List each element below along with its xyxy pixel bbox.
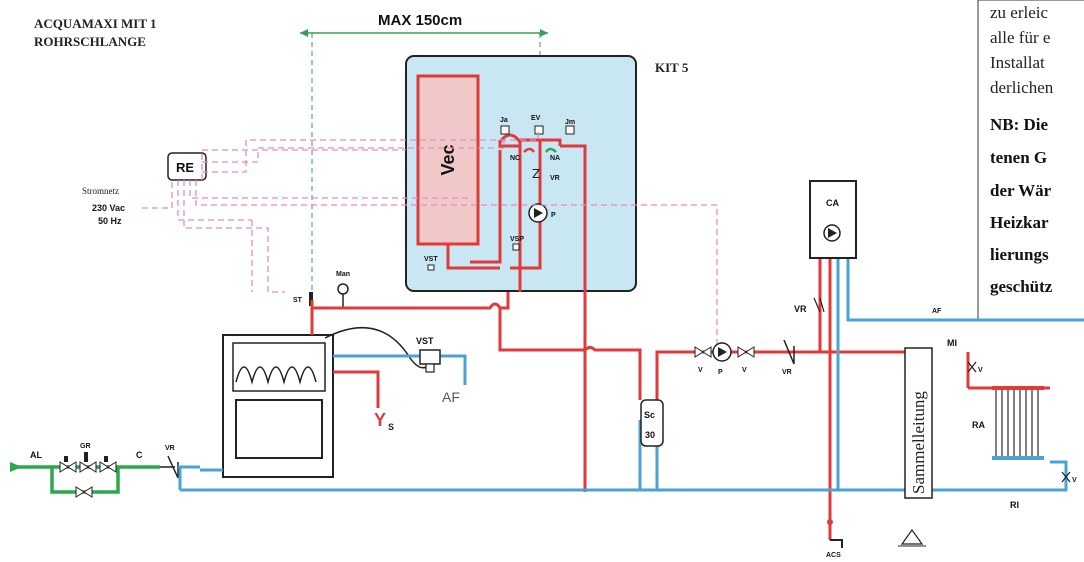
- note-line-3: Installat: [990, 53, 1045, 72]
- note-line-2: alle für e: [990, 28, 1050, 47]
- v-ri-label: V: [1072, 477, 1077, 484]
- diagram-title-line-1: ACQUAMAXI MIT 1: [34, 16, 157, 31]
- control-wiring: [142, 130, 718, 352]
- power-line-3: 50 Hz: [98, 216, 122, 226]
- st-label: ST: [293, 297, 303, 304]
- note-bold-line-4: Heizkar: [990, 213, 1049, 232]
- separator-sc30: [640, 399, 664, 447]
- ev-label: EV: [531, 115, 541, 122]
- note-bold-line-3: der Wär: [990, 181, 1052, 200]
- note-line-4: derlichen: [990, 78, 1054, 97]
- kit-label: KIT 5: [655, 60, 689, 75]
- c-label: C: [136, 450, 143, 460]
- boiler-coil-icon: [235, 366, 317, 385]
- note-bold-line-2: tenen G: [990, 148, 1047, 167]
- af-right-label: AF: [932, 308, 942, 315]
- note-bold-line-1: NB: Die: [990, 115, 1049, 134]
- mi-valve-icon: [967, 361, 977, 373]
- jm-label: Jm: [565, 119, 575, 126]
- ys-s-label: S: [388, 422, 394, 432]
- manifold: Sammelleitung: [904, 347, 933, 499]
- ra-label: RA: [972, 420, 985, 430]
- kit-pump-label: P: [551, 212, 556, 219]
- ca-label: CA: [826, 198, 839, 208]
- kit-vr-label: VR: [550, 175, 560, 182]
- regulator: RE: [167, 152, 207, 181]
- v1-label: V: [698, 367, 703, 374]
- support-icon: [898, 528, 926, 547]
- gr-label: GR: [80, 443, 91, 450]
- ca-unit: [809, 180, 857, 259]
- note-line-1: zu erleic: [990, 3, 1048, 22]
- manometer-icon: [337, 283, 349, 295]
- kit-5-panel: KIT 5 Vec Ja EV Jm NC NA Z VR P VSP VST: [405, 55, 689, 306]
- manifold-label: Sammelleitung: [909, 391, 928, 494]
- boiler-door: [235, 399, 323, 459]
- vr-line-label: VR: [782, 369, 792, 376]
- v-mi-label: V: [978, 367, 983, 374]
- diagram-title-line-2: ROHRSCHLANGE: [34, 34, 146, 49]
- acs-tap: [827, 519, 843, 548]
- al-label: AL: [30, 450, 42, 460]
- red-flow-pipes: [310, 258, 1050, 540]
- dimension-label: MAX 150cm: [378, 12, 462, 29]
- ri-valve-icon: [1061, 471, 1071, 483]
- boiler: [222, 334, 334, 478]
- blue-return-pipes: [180, 258, 1084, 492]
- note-bold-line-6: geschütz: [990, 277, 1053, 296]
- v2-label: V: [742, 367, 747, 374]
- ja-label: Ja: [500, 117, 508, 124]
- note-box: zu erleic alle für e Installat derlichen…: [977, 0, 1084, 321]
- line-check-valve-icon: [783, 339, 795, 365]
- nc-label: NC: [510, 155, 520, 162]
- kit-check-valve-icon: Z: [532, 167, 540, 181]
- radiator: [992, 386, 1044, 460]
- mi-label: MI: [947, 338, 957, 348]
- sc-top-label: Sc: [644, 410, 655, 420]
- acs-label: ACS: [826, 552, 841, 559]
- vr-inlet-label: VR: [165, 445, 175, 452]
- sc-bottom-label: 30: [645, 430, 655, 440]
- ca-check-valve-icon: [813, 297, 825, 313]
- na-label: NA: [550, 155, 560, 162]
- man-label: Man: [336, 271, 350, 278]
- af-boiler-label: AF: [442, 389, 460, 405]
- dimension-marker: MAX 150cm: [300, 12, 548, 292]
- vr-ca-label: VR: [794, 304, 807, 314]
- inlet-check-valve-icon: [160, 455, 179, 479]
- vst-valve: [419, 349, 441, 373]
- vst-label: VST: [416, 336, 434, 346]
- vec-label: Vec: [438, 144, 458, 175]
- secondary-pump-group: [694, 339, 795, 365]
- p-label: P: [718, 369, 723, 376]
- power-line-1: Stromnetz: [82, 186, 119, 196]
- water-inlet: [10, 452, 160, 498]
- kit-vst-label: VST: [424, 256, 438, 263]
- inlet-arrow-icon: [10, 462, 22, 472]
- regulator-label: RE: [176, 160, 194, 175]
- power-line-2: 230 Vac: [92, 203, 125, 213]
- ri-label: RI: [1010, 500, 1019, 510]
- note-bold-line-5: lierungs: [990, 245, 1049, 264]
- vsp-label: VSP: [510, 236, 524, 243]
- ys-y-label: Y: [374, 410, 386, 430]
